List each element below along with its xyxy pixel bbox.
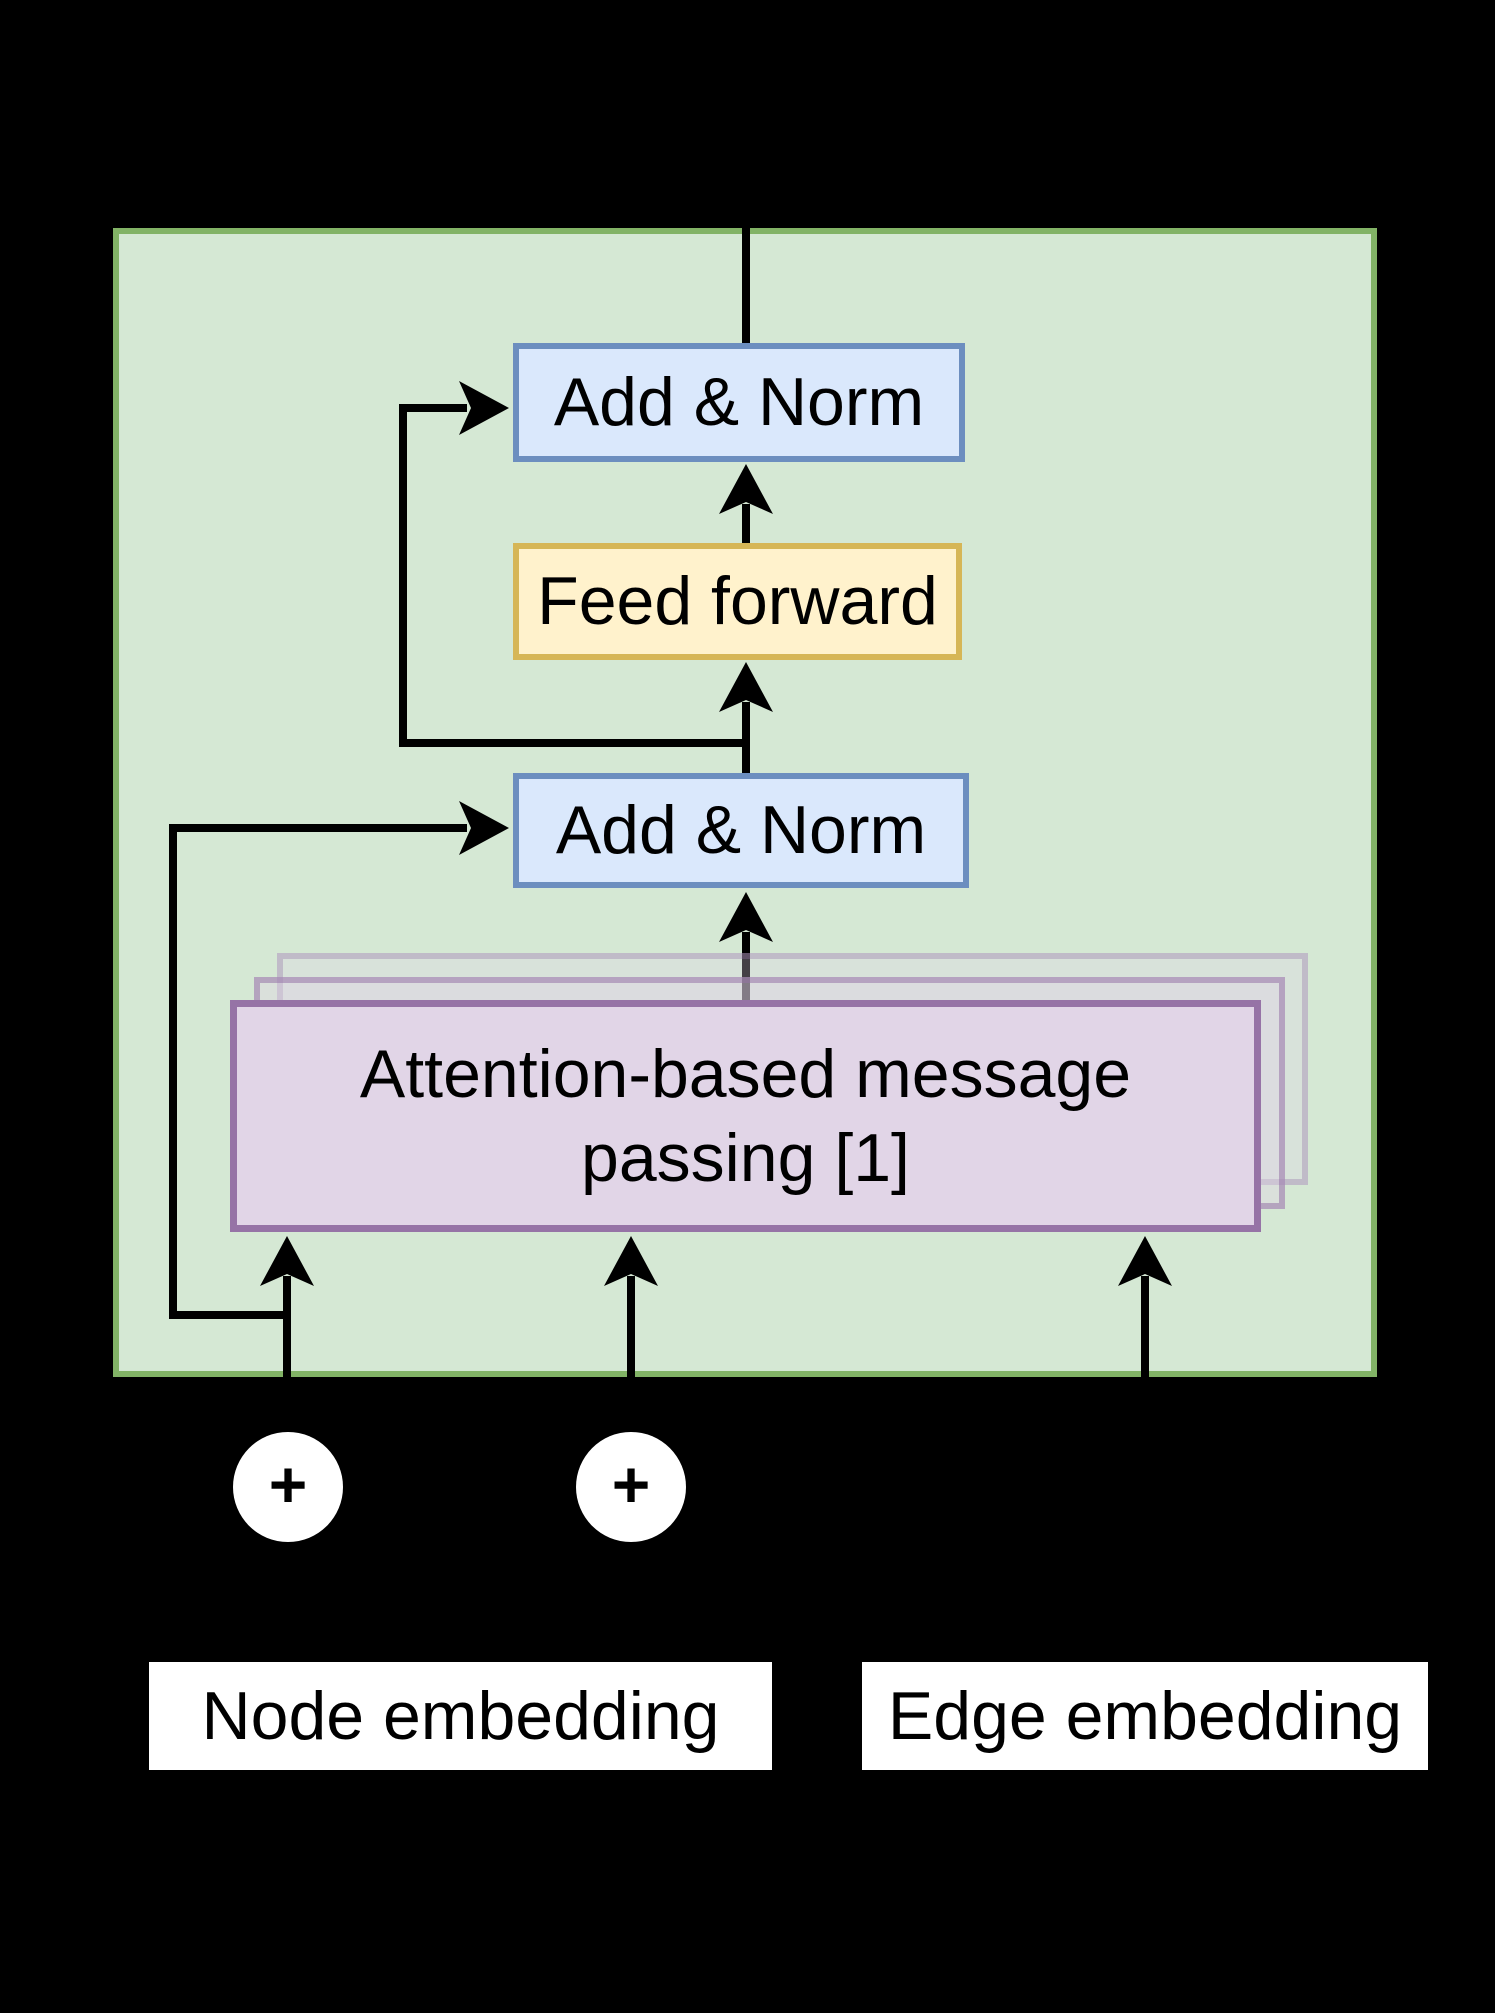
- feed-forward-block: Feed forward: [513, 543, 962, 660]
- node-embedding-label: Node embedding: [201, 1678, 720, 1754]
- attention-label-line2: passing [1]: [581, 1120, 910, 1196]
- edge-embedding-label: Edge embedding: [887, 1678, 1403, 1754]
- edge-embedding-label-box: Edge embedding: [862, 1662, 1428, 1770]
- plus-icon: +: [611, 1447, 651, 1521]
- sum-circle-edge: +: [576, 1432, 686, 1542]
- add-norm-top-block: Add & Norm: [513, 343, 965, 462]
- feed-forward-label: Feed forward: [537, 562, 938, 639]
- attention-message-passing-block: Attention-based message passing [1]: [230, 1000, 1261, 1232]
- add-norm-mid-block: Add & Norm: [513, 773, 969, 888]
- plus-icon: +: [268, 1447, 308, 1521]
- attention-label-line1: Attention-based message: [359, 1036, 1132, 1112]
- sum-circle-node: +: [233, 1432, 343, 1542]
- add-norm-mid-label: Add & Norm: [555, 791, 927, 868]
- node-embedding-label-box: Node embedding: [149, 1662, 772, 1770]
- add-norm-top-label: Add & Norm: [553, 363, 925, 440]
